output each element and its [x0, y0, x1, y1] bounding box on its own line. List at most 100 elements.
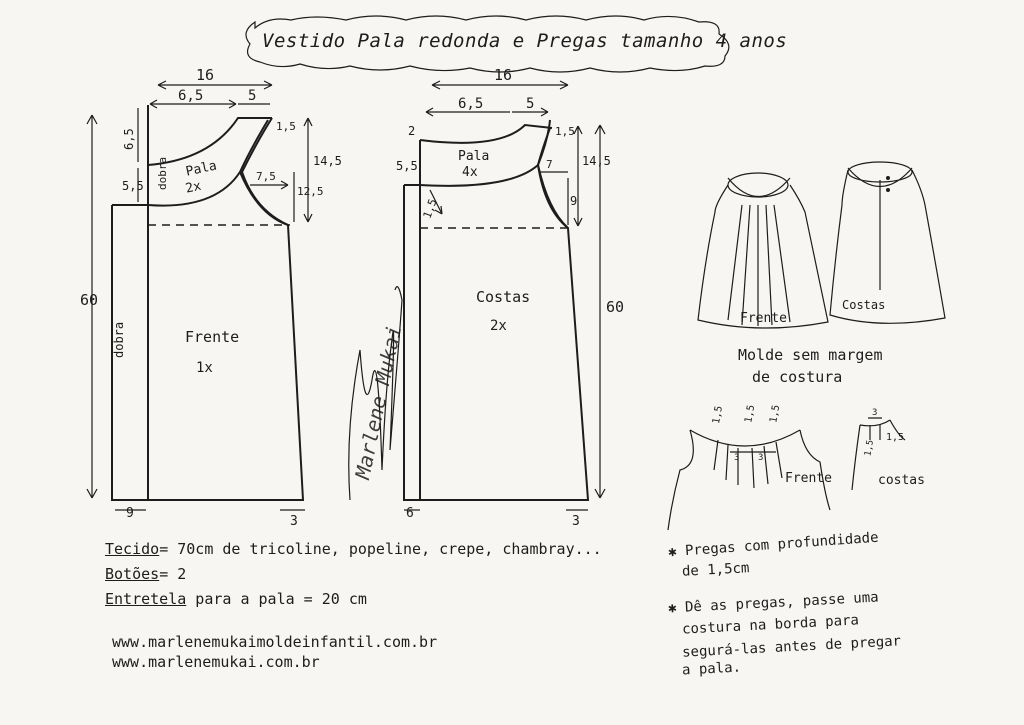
front-dim-145 [303, 117, 313, 223]
back-w2-label: 5 [526, 96, 534, 112]
back-diag-label: 1,5 [421, 197, 440, 220]
front-w2-label: 5 [248, 88, 256, 104]
botoes-label: Botões [105, 565, 160, 583]
back-dim-145 [573, 125, 583, 227]
back-dim-65 [425, 107, 510, 117]
back-height-label: 60 [606, 298, 624, 316]
materials-tecido: Tecido= 70cm de tricoline, popeline, cre… [105, 540, 602, 558]
sketch-back-button-1 [886, 176, 890, 180]
front-dim-60 [86, 114, 98, 499]
tecido-value: = 70cm de tricoline, popeline, crepe, ch… [159, 540, 602, 558]
back-h1-label: 2 [408, 124, 415, 138]
signature-scribble [348, 286, 403, 501]
front-pala-inner [147, 171, 241, 207]
detail-front-m3: 1,5 [768, 404, 782, 424]
detail-front-label: Frente [785, 471, 832, 486]
front-hem-left: 9 [126, 506, 134, 521]
detail-back [851, 417, 906, 491]
url-1[interactable]: www.marlenemukaimoldeinfantil.com.br [112, 633, 438, 651]
detail-front-m1: 1,5 [711, 405, 725, 425]
botoes-value: = 2 [159, 565, 187, 583]
note-2-line-4: a pala. [681, 659, 742, 679]
sketch-front-label: Frente [740, 311, 787, 326]
sketch-back-button-2 [886, 188, 890, 192]
sketch-back-body [829, 169, 946, 324]
title-cloud [245, 15, 730, 73]
back-h2-label: 5,5 [396, 159, 418, 173]
back-armhole [536, 127, 569, 229]
back-pala-qty: 4x [462, 165, 478, 180]
front-pattern: 16 6,5 5 6,5 5,5 1,5 14,5 7,5 12,5 Pala … [80, 66, 342, 529]
detail-back-label: costas [878, 473, 925, 488]
page-title: Vestido Pala redonda e Pregas tamanho 4 … [262, 30, 788, 52]
sketch-back-collar [847, 161, 913, 183]
materials-entretela: Entretela para a pala = 20 cm [105, 590, 367, 608]
entretela-label: Entretela [105, 590, 187, 608]
detail-back-m15b: 1,5 [886, 432, 904, 443]
back-dim-16 [431, 80, 569, 90]
front-qty: 1x [196, 360, 213, 376]
back-left-edge [404, 184, 421, 500]
front-dim-75 [250, 180, 289, 190]
front-dim-65 [149, 99, 237, 109]
sketch-front-body [697, 184, 829, 329]
front-height-label: 60 [80, 291, 98, 309]
detail-front-pleats [713, 439, 783, 489]
sketch-caption-2: de costura [752, 368, 842, 386]
front-fold-edge [111, 205, 148, 501]
front-fold-label: dobra [156, 157, 169, 190]
tecido-label: Tecido [105, 540, 160, 558]
sketch-front-collar [727, 172, 789, 198]
back-armhole-w-label: 7 [546, 158, 553, 171]
front-armhole-w-label: 7,5 [256, 170, 276, 183]
sketch-front-collar-outer [727, 177, 791, 198]
front-pala-outer [147, 117, 272, 166]
front-w1-label: 6,5 [178, 88, 203, 104]
back-armhole-total-label: 14,5 [582, 154, 611, 168]
back-pala-outer [419, 123, 553, 144]
back-armhole-h-label: 9 [570, 194, 577, 208]
front-armhole [238, 119, 289, 226]
back-shoulder-label: 1,5 [555, 125, 575, 138]
back-hem-left: 6 [406, 506, 414, 521]
back-dim-60 [594, 124, 606, 499]
front-body-outline [147, 105, 305, 501]
detail-back-m15a: 1,5 [863, 439, 876, 457]
detail-back-measure [868, 417, 882, 440]
front-hdobra-label: 5,5 [122, 179, 144, 193]
detail-front-outline [667, 429, 831, 531]
front-pala-qty: 2x [184, 179, 203, 197]
detail-front [667, 429, 831, 531]
back-hem-right: 3 [572, 514, 580, 529]
back-width-label: 16 [494, 66, 512, 84]
front-shoulder-label: 1,5 [276, 120, 296, 133]
back-diag-arrow [429, 189, 443, 215]
sketch-front [697, 172, 829, 329]
back-pala-inner [419, 164, 539, 187]
sketch-front-pleats [727, 204, 791, 326]
front-hpala-label: 6,5 [122, 128, 136, 150]
front-width-label: 16 [196, 66, 214, 84]
materials-botoes: Botões= 2 [105, 565, 186, 583]
detail-front-m5: 3 [758, 453, 763, 463]
front-dim-16 [157, 80, 273, 90]
front-hem-right: 3 [290, 514, 298, 529]
detail-front-m4: 3 [734, 453, 739, 463]
back-body-outline [403, 119, 590, 501]
front-name: Frente [185, 328, 239, 346]
back-dim-5 [512, 107, 549, 117]
back-w1-label: 6,5 [458, 96, 483, 112]
back-qty: 2x [490, 318, 507, 334]
back-name: Costas [476, 288, 530, 306]
sketch-caption-1: Molde sem margem [738, 346, 883, 364]
entretela-value: para a pala = 20 cm [186, 590, 367, 608]
detail-back-m3: 3 [872, 408, 877, 418]
front-fold-body-label: dobra [112, 322, 126, 358]
front-armhole-h-label: 12,5 [297, 185, 324, 198]
detail-front-m2: 1,5 [743, 404, 757, 424]
sketch-back [829, 161, 946, 324]
detail-back-outline [851, 419, 906, 491]
url-2[interactable]: www.marlenemukai.com.br [112, 653, 320, 671]
back-pattern: 16 6,5 5 2 5,5 1,5 14,5 7 9 1,5 Pala 4x … [396, 66, 624, 529]
